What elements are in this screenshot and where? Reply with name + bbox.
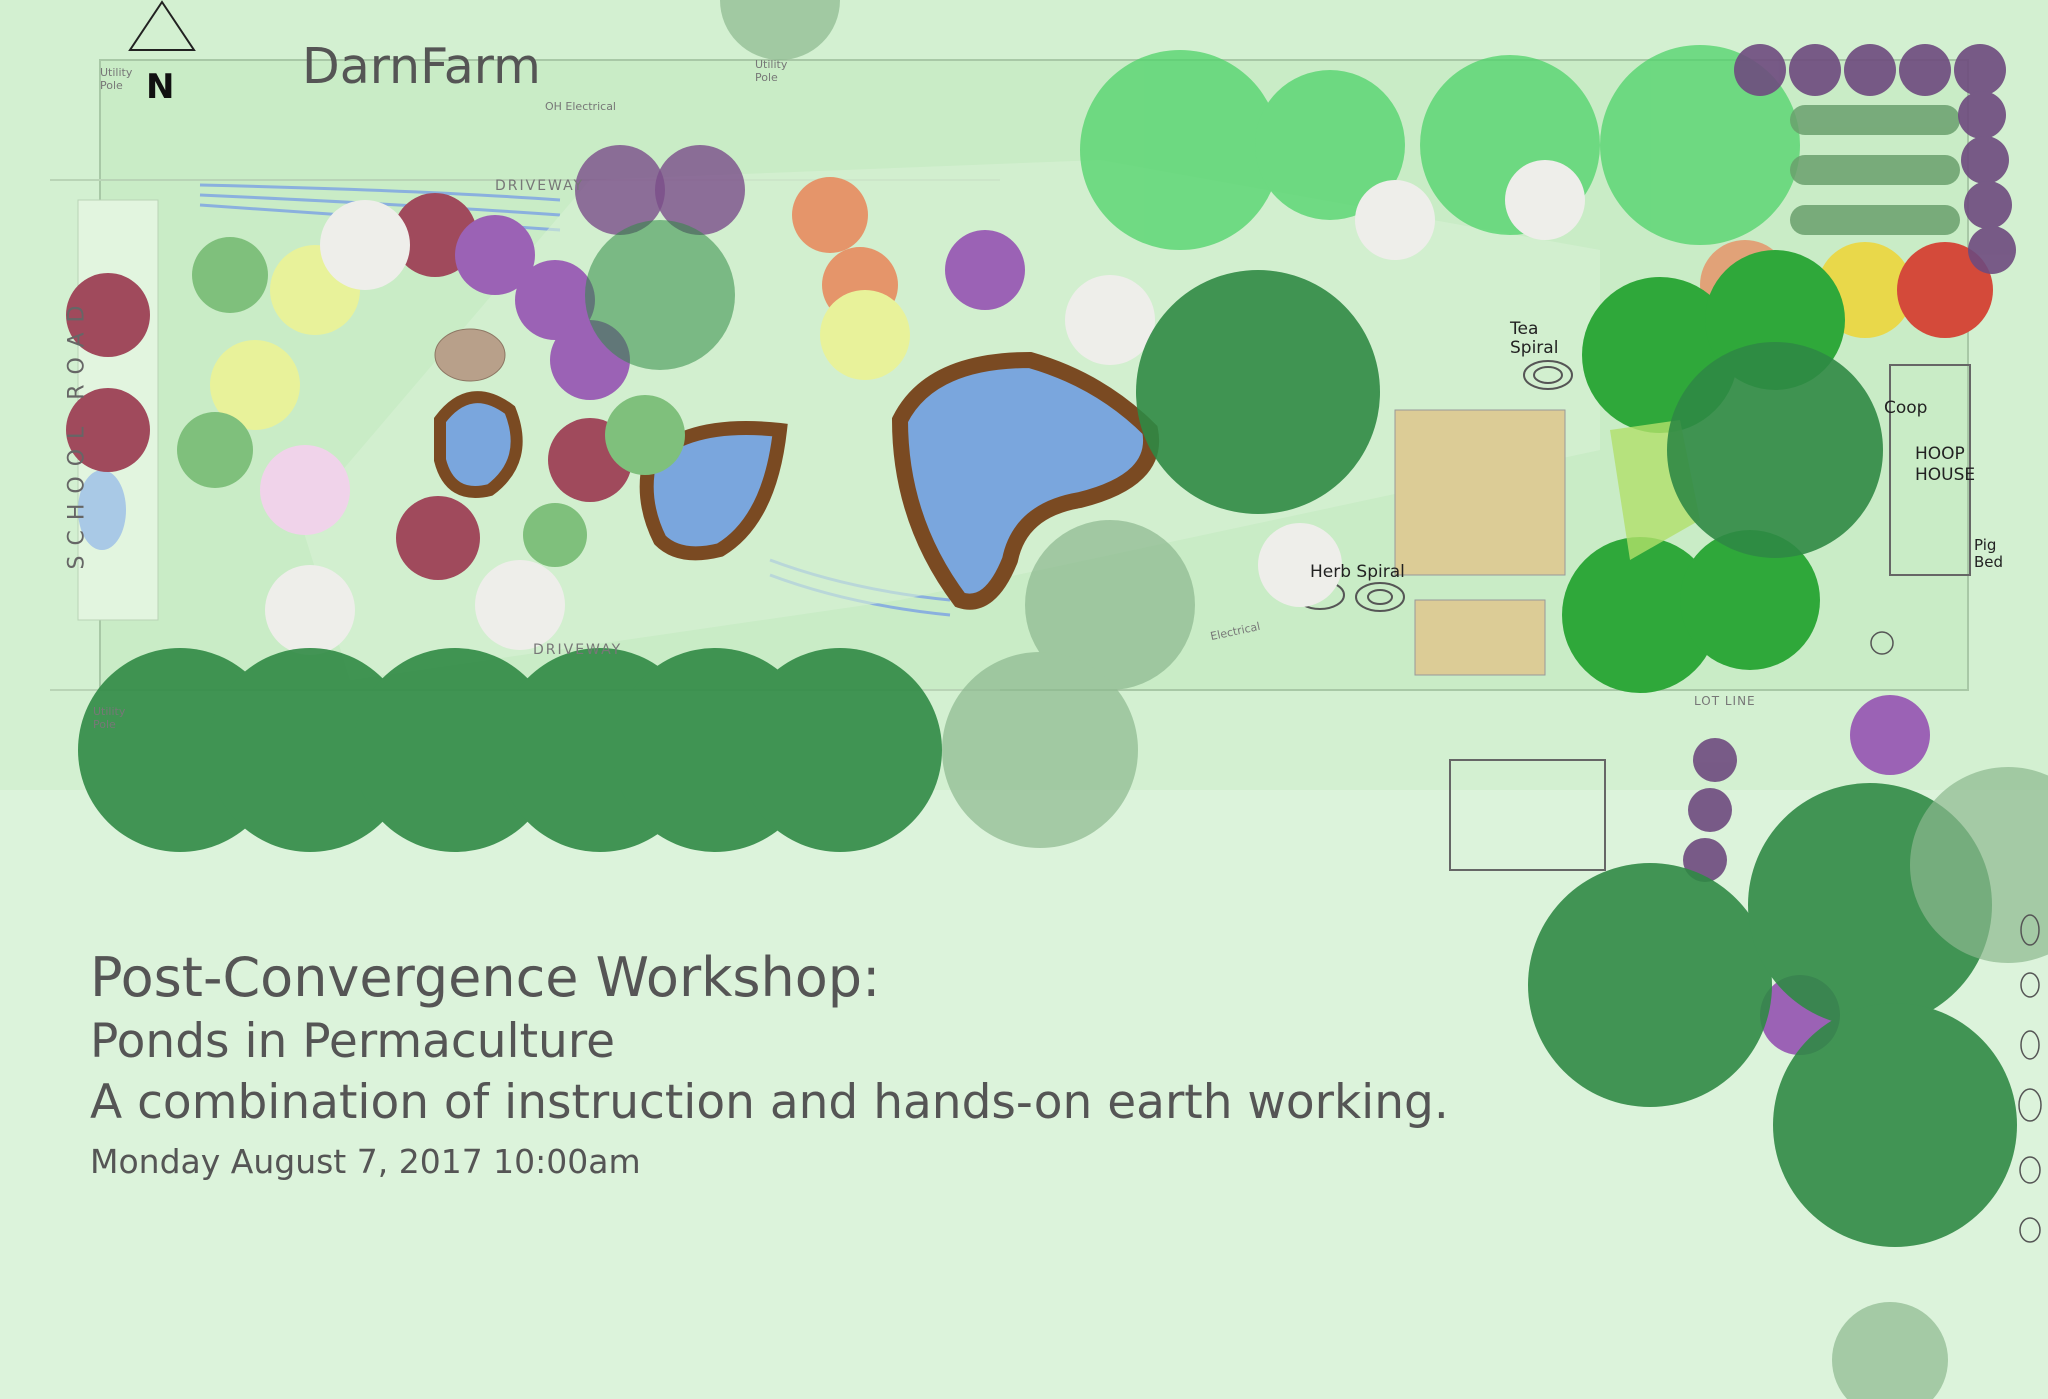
pond-small — [434, 391, 523, 498]
crop-rows — [1790, 105, 1960, 235]
tea-spiral-label: Tea Spiral — [1510, 319, 1559, 358]
utility-pole-label: Utility Pole — [100, 66, 133, 92]
pond-roadside — [78, 470, 126, 550]
shed — [1414, 599, 1546, 676]
outbuilding — [1449, 759, 1606, 871]
pond-middle — [639, 421, 788, 561]
swale-line — [199, 183, 561, 202]
pale-trees — [720, 0, 2048, 1399]
shade-trees — [78, 220, 2017, 1247]
swale-line — [199, 193, 561, 217]
border-shrubs — [1683, 44, 2016, 882]
north-letter: N — [146, 67, 174, 107]
boulder — [434, 328, 506, 382]
brand-title: DarnFarm — [302, 38, 541, 95]
pond-large — [891, 351, 1160, 610]
workshop-description: A combination of instruction and hands-o… — [90, 1075, 1449, 1130]
electrical-label: OH Electrical — [545, 100, 616, 113]
canopy-tree — [1255, 70, 1405, 220]
ornamental-trees — [66, 145, 1993, 1055]
workshop-date-time: Monday August 7, 2017 10:00am — [90, 1142, 641, 1181]
marker-circles — [1870, 631, 2042, 1243]
canopy-tree — [1080, 50, 1280, 250]
pig-bed-label: Pig Bed — [1974, 536, 2004, 571]
coop-label: Coop — [1884, 398, 1928, 418]
workshop-subtitle: Ponds in Permaculture — [90, 1014, 616, 1069]
workshop-title: Post-Convergence Workshop: — [90, 946, 881, 1009]
road-label: SCHOOL ROAD — [64, 295, 90, 570]
canopy-tree — [1600, 45, 1800, 245]
driveway-top-label: DRIVEWAY — [495, 178, 585, 194]
house — [1394, 409, 1566, 576]
driveway-bottom-label: DRIVEWAY — [533, 642, 623, 658]
herb-spiral-label: Herb Spiral — [1310, 562, 1405, 582]
tea-spiral-graphic — [1523, 360, 1573, 390]
lot-line-label: LOT LINE — [1694, 694, 1756, 708]
utility-pole-label: Utility Pole — [93, 705, 126, 731]
hoop-house — [1889, 364, 1971, 576]
hoop-house-label: HOOP HOUSE — [1915, 444, 1976, 485]
utility-pole-label: Utility Pole — [755, 58, 788, 84]
north-arrow — [128, 0, 196, 51]
